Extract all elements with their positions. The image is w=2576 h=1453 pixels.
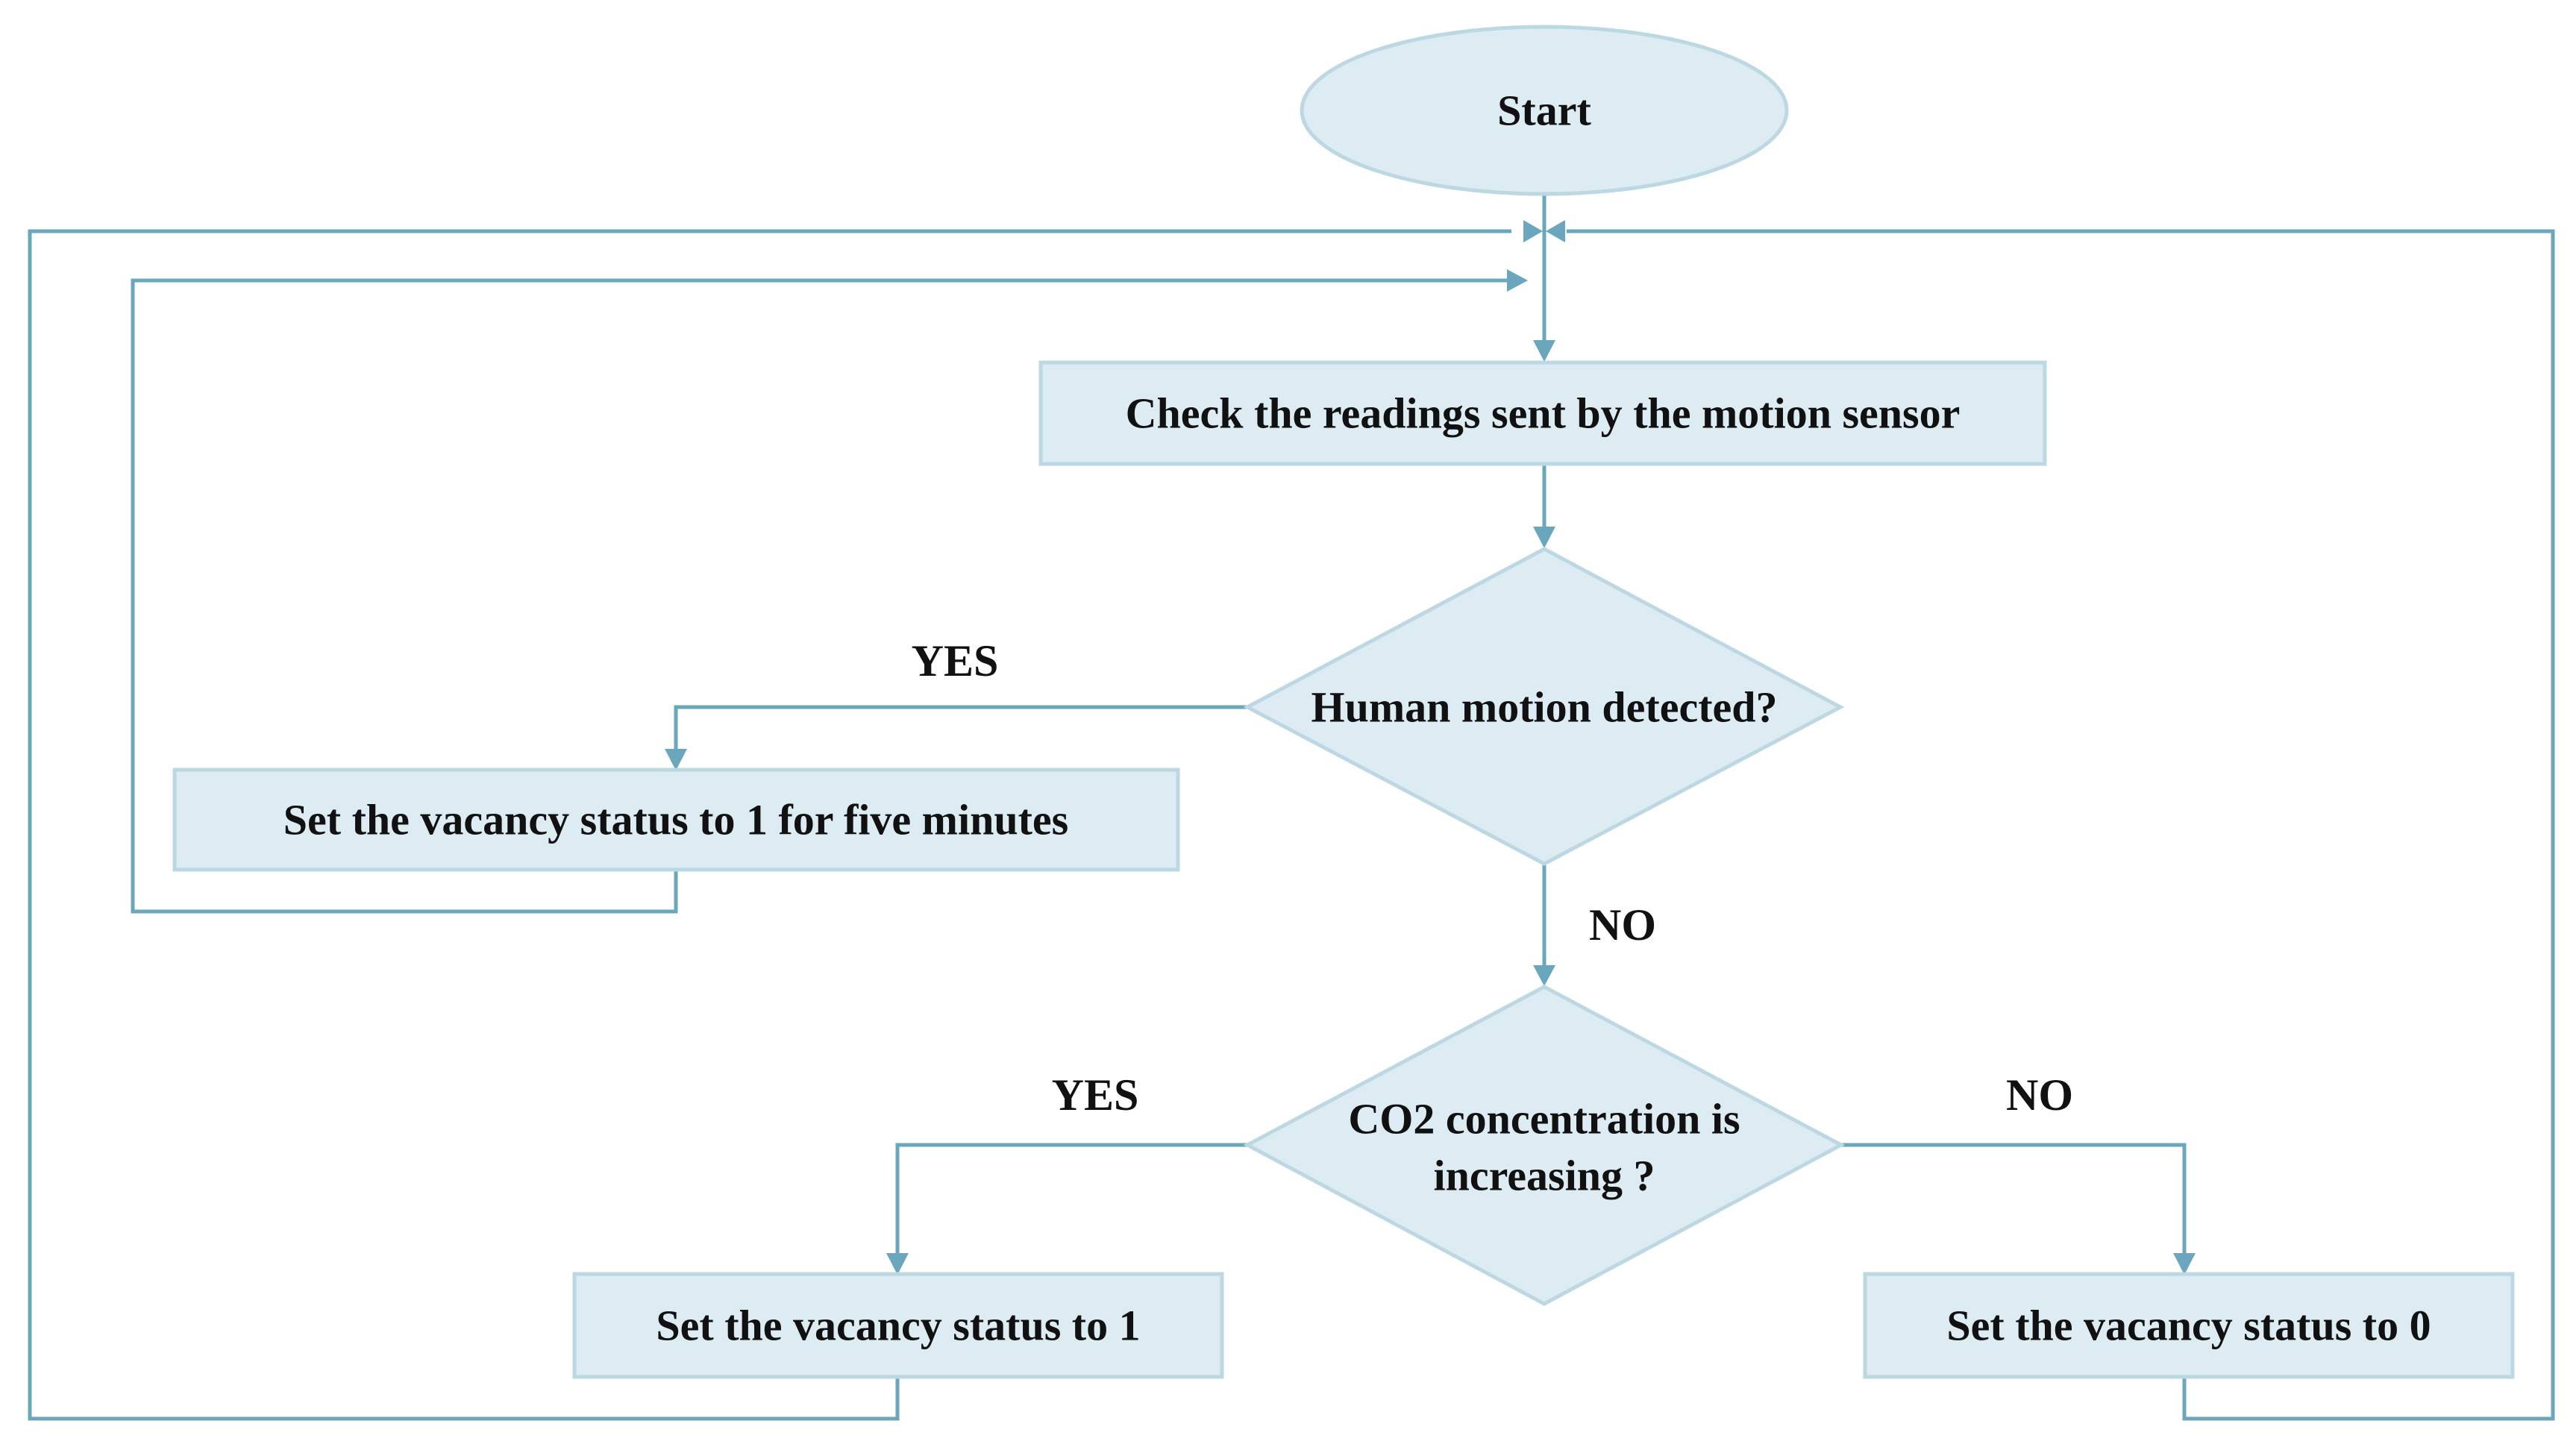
connectors xyxy=(28,166,2555,1421)
arrowhead-five-minutes-loop-icon xyxy=(1507,269,1528,292)
connector-motion-yes xyxy=(674,705,1247,753)
status-1-box xyxy=(572,1272,1224,1379)
co2-decision-label-line2: increasing ? xyxy=(1434,1152,1655,1200)
arrowhead-to-co2-decision-icon xyxy=(1533,965,1555,986)
co2-decision-label-line1: CO2 concentration is xyxy=(1348,1095,1740,1143)
check-sensor-label: Check the readings sent by the motion se… xyxy=(1126,389,1961,438)
branch-labels: YES NO YES NO xyxy=(912,636,2073,1120)
connector-status-1-loop xyxy=(28,229,1511,1421)
arrowhead-to-status-0-icon xyxy=(2173,1253,2196,1275)
status-0-box xyxy=(1863,1272,2515,1379)
motion-no-label: NO xyxy=(1589,900,1656,950)
motion-decision-diamond xyxy=(1243,547,1845,866)
co2-no-label: NO xyxy=(2006,1070,2073,1120)
status-1-node: Set the vacancy status to 1 xyxy=(572,1272,1224,1379)
check-sensor-box xyxy=(1038,360,2047,466)
status-0-node: Set the vacancy status to 0 xyxy=(1863,1272,2515,1379)
five-minutes-label: Set the vacancy status to 1 for five min… xyxy=(283,796,1068,844)
connector-co2-yes xyxy=(895,1143,1247,1258)
status-0-label: Set the vacancy status to 0 xyxy=(1946,1302,2431,1350)
motion-decision-label: Human motion detected? xyxy=(1311,683,1777,732)
motion-decision-node: Human motion detected? xyxy=(1243,547,1845,866)
arrowhead-to-status-1-icon xyxy=(886,1253,909,1275)
five-minutes-box xyxy=(172,768,1180,872)
arrowhead-status-1-loop-icon xyxy=(1523,220,1543,242)
connector-status-0-loop xyxy=(1567,229,2555,1421)
motion-yes-label: YES xyxy=(912,636,999,685)
arrowhead-to-five-minutes-icon xyxy=(665,749,687,771)
connector-five-minutes-loop xyxy=(131,278,1511,914)
co2-decision-node: CO2 concentration is increasing ? xyxy=(1243,985,1846,1306)
co2-decision-diamond xyxy=(1243,985,1846,1306)
co2-yes-label: YES xyxy=(1052,1070,1139,1120)
status-1-label: Set the vacancy status to 1 xyxy=(656,1302,1140,1350)
check-sensor-node: Check the readings sent by the motion se… xyxy=(1038,360,2047,466)
five-minutes-node: Set the vacancy status to 1 for five min… xyxy=(172,768,1180,872)
arrowhead-to-check-icon xyxy=(1533,340,1555,362)
arrowhead-to-motion-decision-icon xyxy=(1533,527,1555,548)
connector-co2-no xyxy=(1841,1143,2187,1258)
start-label: Start xyxy=(1497,87,1591,135)
start-node: Start xyxy=(1300,25,1789,196)
start-ellipse xyxy=(1300,25,1789,196)
arrowhead-status-0-loop-icon xyxy=(1546,220,1565,242)
